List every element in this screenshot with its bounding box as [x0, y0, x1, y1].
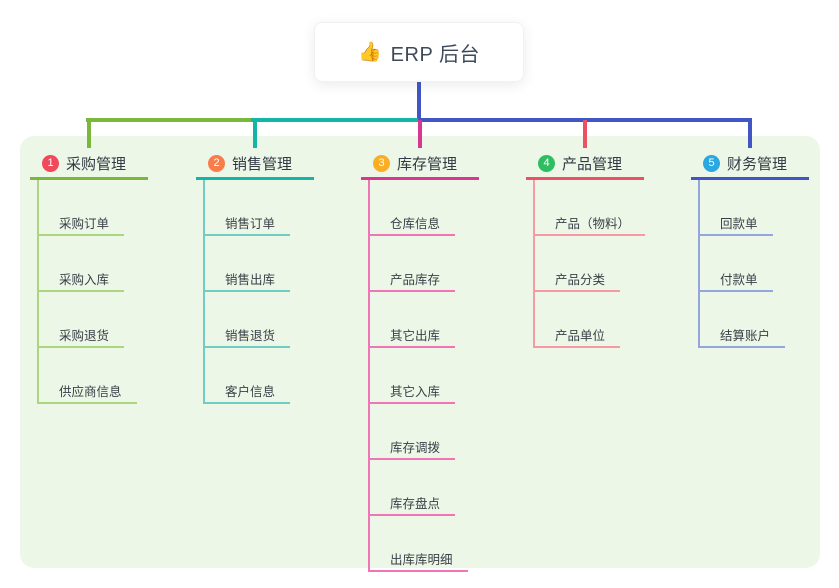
badge-5-icon: 5 — [703, 154, 720, 172]
branch-node-product: 4 产品管理 — [526, 149, 644, 180]
branch-underline — [691, 177, 809, 180]
connector-drop-inventory — [418, 120, 422, 148]
child-node: 库存调拨 — [370, 404, 456, 460]
branch-label: 财务管理 — [727, 155, 788, 173]
child-node: 客户信息 — [205, 348, 291, 404]
child-node: 其它出库 — [370, 292, 456, 348]
branch-node-finance: 5 财务管理 — [691, 149, 809, 180]
child-node: 结算账户 — [700, 292, 786, 348]
child-node: 产品库存 — [370, 236, 456, 292]
connector-drop-product — [583, 120, 587, 148]
branch-underline — [196, 177, 314, 180]
child-node: 仓库信息 — [370, 180, 456, 236]
connector-drop-purchase — [87, 120, 91, 148]
thumbs-up-icon: 👍 — [358, 41, 382, 63]
connector-drop-finance — [748, 118, 752, 148]
children-finance: 回款单 付款单 结算账户 — [698, 180, 786, 348]
child-node: 回款单 — [700, 180, 773, 236]
child-node: 产品分类 — [535, 236, 621, 292]
branch-label: 产品管理 — [562, 155, 623, 173]
badge-1-icon: 1 — [42, 154, 59, 172]
child-node: 供应商信息 — [39, 348, 137, 404]
child-node: 采购入库 — [39, 236, 125, 292]
connector-root-vertical — [417, 82, 421, 120]
child-node: 采购订单 — [39, 180, 125, 236]
children-product: 产品（物料） 产品分类 产品单位 — [533, 180, 646, 348]
branch-node-purchase: 1 采购管理 — [30, 149, 148, 180]
child-node: 其它入库 — [370, 348, 456, 404]
child-node: 出库库明细 — [370, 516, 468, 572]
children-purchase: 采购订单 采购入库 采购退货 供应商信息 — [37, 180, 137, 404]
branch-node-inventory: 3 库存管理 — [361, 149, 479, 180]
connector-bus-purchase — [86, 118, 255, 122]
badge-3-icon: 3 — [373, 154, 390, 172]
mindmap-canvas — [20, 136, 820, 568]
child-node: 销售订单 — [205, 180, 291, 236]
child-node: 产品单位 — [535, 292, 621, 348]
child-node: 采购退货 — [39, 292, 125, 348]
child-node: 销售退货 — [205, 292, 291, 348]
branch-underline — [30, 177, 148, 180]
badge-2-icon: 2 — [208, 154, 225, 172]
branch-label: 库存管理 — [397, 155, 458, 173]
child-node: 产品（物料） — [535, 180, 646, 236]
branch-node-sales: 2 销售管理 — [196, 149, 314, 180]
connector-bus-sales — [251, 118, 420, 122]
branch-underline — [526, 177, 644, 180]
children-sales: 销售订单 销售出库 销售退货 客户信息 — [203, 180, 291, 404]
branch-label: 销售管理 — [232, 155, 293, 173]
root-node-erp-backend: 👍 ERP 后台 — [314, 22, 524, 82]
child-node: 付款单 — [700, 236, 773, 292]
root-title: ERP 后台 — [390, 43, 480, 66]
branch-underline — [361, 177, 479, 180]
branch-label: 采购管理 — [66, 155, 127, 173]
connector-drop-sales — [253, 120, 257, 148]
child-node: 销售出库 — [205, 236, 291, 292]
badge-4-icon: 4 — [538, 154, 555, 172]
children-inventory: 仓库信息 产品库存 其它出库 其它入库 库存调拨 库存盘点 出库库明细 — [368, 180, 468, 572]
child-node: 库存盘点 — [370, 460, 456, 516]
